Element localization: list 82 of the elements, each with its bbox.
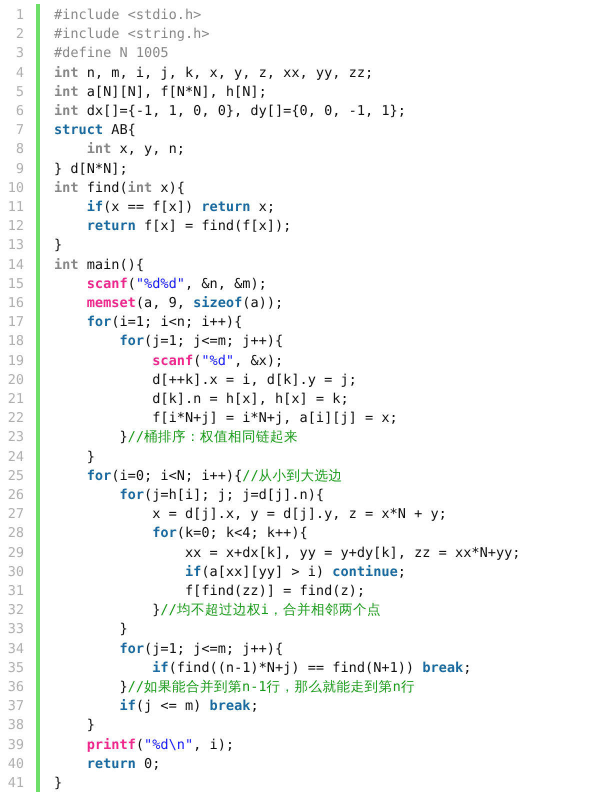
line-number: 13: [6, 236, 24, 256]
line-number: 16: [6, 294, 24, 313]
code-line: for(j=1; j<=m; j++){: [118, 640, 284, 659]
code-line: int a[N][N], f[N*N], h[N];: [54, 82, 267, 102]
line-number: 12: [6, 217, 24, 236]
line-number: 7: [14, 121, 24, 140]
code-line: xx = x+dx[k], yy = y+dy[k], zz = xx*N+yy;: [184, 544, 520, 563]
code-line: for(j=1; j<=m; j++){: [118, 332, 284, 352]
line-number: 19: [6, 352, 24, 371]
code-line: for(j=h[i]; j; j=d[j].n){: [118, 486, 324, 505]
code-line: if(x == f[x]) return x;: [86, 198, 276, 217]
code-line: for(i=0; i<N; i++){//从小到大选边: [86, 466, 343, 486]
code-line: if(j <= m) break;: [118, 697, 259, 716]
line-number: 5: [14, 82, 24, 102]
line-number: 27: [6, 505, 24, 524]
code-line: int main(){: [54, 256, 144, 275]
code-line: }: [86, 716, 95, 736]
line-number: 41: [6, 774, 24, 793]
code-line: }//均不超过边权i，合并相邻两个点: [151, 601, 381, 620]
line-number: 4: [14, 64, 24, 83]
line-number: 20: [6, 370, 24, 390]
line-number: 37: [6, 697, 24, 716]
line-number: 6: [14, 102, 24, 121]
line-number: 29: [6, 544, 24, 563]
code-line: if(find((n-1)*N+j) == find(N+1)) break;: [151, 658, 472, 678]
line-number: 25: [6, 466, 24, 486]
line-number: 32: [6, 601, 24, 620]
code-line: for(k=0; k<4; k++){: [151, 524, 308, 544]
code-line: #include <stdio.h>: [54, 6, 202, 25]
code-line: scanf("%d", &x);: [151, 352, 284, 371]
code-line: f[i*N+j] = i*N+j, a[i][j] = x;: [151, 409, 398, 428]
code-line: return 0;: [86, 754, 160, 774]
line-number: 34: [6, 640, 24, 659]
line-number: 3: [14, 44, 24, 64]
line-number: 24: [6, 448, 24, 467]
code-line: printf("%d\n", i);: [86, 736, 234, 755]
line-number: 30: [6, 562, 24, 582]
line-number: 23: [6, 428, 24, 448]
line-number: 31: [6, 582, 24, 601]
line-number: 14: [6, 256, 24, 275]
line-number: 17: [6, 313, 24, 332]
line-number: 40: [6, 754, 24, 774]
code-line: int find(int x){: [54, 178, 185, 198]
line-number: 38: [6, 716, 24, 736]
code-line: #define N 1005: [54, 44, 169, 64]
code-line: x = d[j].x, y = d[j].y, z = x*N + y;: [151, 505, 447, 524]
code-line: scanf("%d%d", &n, &m);: [86, 274, 267, 294]
code-line: }: [118, 620, 128, 640]
code-line: int n, m, i, j, k, x, y, z, xx, yy, zz;: [54, 64, 374, 83]
line-number: 8: [14, 140, 24, 160]
code-line: f[find(zz)] = find(z);: [184, 582, 365, 601]
code-line: }//如果能合并到第n-1行，那么就能走到第n行: [118, 678, 415, 697]
line-number: 9: [14, 160, 24, 179]
code-line: d[++k].x = i, d[k].y = j;: [151, 370, 357, 390]
line-number: 35: [6, 658, 24, 678]
code-line: }: [86, 448, 95, 467]
line-number: 39: [6, 736, 24, 755]
code-line: memset(a, 9, sizeof(a));: [86, 294, 284, 313]
code-line: } d[N*N];: [54, 160, 128, 179]
line-number: 11: [6, 198, 24, 217]
code-line: struct AB{: [54, 121, 136, 140]
code-line: int x, y, n;: [86, 140, 185, 160]
line-number: 2: [14, 25, 24, 44]
code-line: }//桶排序：权值相同链起来: [118, 428, 298, 448]
line-number: 15: [6, 274, 24, 294]
line-number: 33: [6, 620, 24, 640]
code-line: for(i=1; i<n; i++){: [86, 313, 242, 332]
code-line: #include <string.h>: [54, 25, 210, 44]
line-number: 36: [6, 678, 24, 697]
line-number: 26: [6, 486, 24, 505]
code-line: int dx[]={-1, 1, 0, 0}, dy[]={0, 0, -1, 1};: [54, 102, 406, 121]
code-line: d[k].n = h[x], h[x] = k;: [151, 390, 349, 409]
code-line: }: [54, 236, 62, 256]
code-line: return f[x] = find(f[x]);: [86, 217, 292, 236]
code-line: }: [54, 774, 62, 793]
line-number: 18: [6, 332, 24, 352]
line-number: 21: [6, 390, 24, 409]
line-number: 10: [6, 178, 24, 198]
line-number: 22: [6, 409, 24, 428]
code-line: if(a[xx][yy] > i) continue;: [184, 562, 406, 582]
line-number: 1: [14, 6, 24, 25]
line-number: 28: [6, 524, 24, 544]
